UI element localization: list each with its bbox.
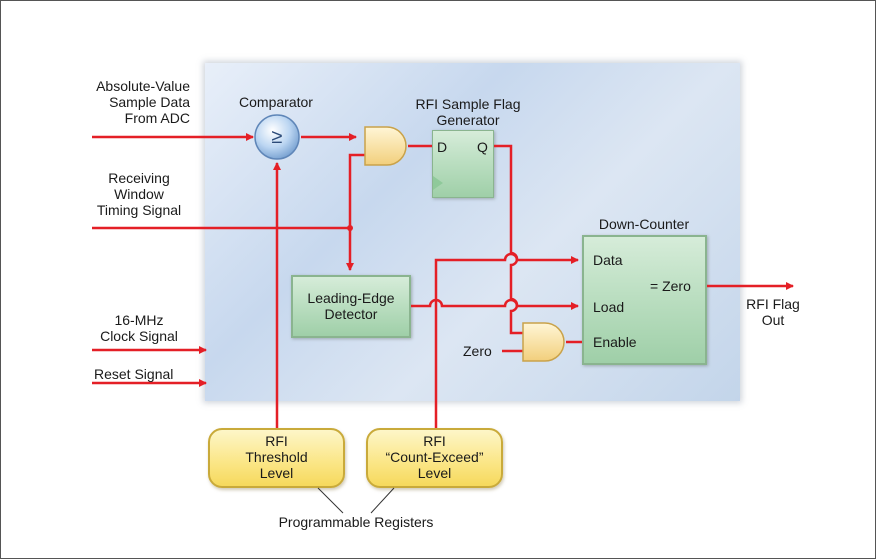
zero-input-label: Zero [463, 343, 492, 359]
wire-junction-dot [347, 225, 353, 231]
counter-enable-port: Enable [593, 334, 637, 350]
threshold-register [208, 428, 345, 488]
timing-to-and-wire [348, 153, 365, 228]
enable-and-gate [522, 322, 565, 362]
down-counter-block [582, 235, 707, 365]
counter-data-port: Data [593, 252, 623, 268]
comparator-sign: ≥ [271, 126, 283, 148]
programmable-registers-caption: Programmable Registers [278, 514, 434, 530]
and-gate [364, 126, 407, 166]
down-counter-title: Down-Counter [598, 216, 690, 232]
flipflop-d-label: D [437, 139, 448, 155]
counter-load-port: Load [593, 299, 625, 315]
count-exceed-wire [434, 252, 579, 428]
caption-pointer-right [370, 487, 395, 514]
counter-zero-output: = Zero [650, 278, 691, 294]
flipflop-q-label: Q [477, 139, 488, 155]
caption-pointer-left [317, 487, 344, 514]
comparator-title: Comparator [239, 94, 313, 110]
count-exceed-register-label: RFI“Count-Exceed”Level [385, 433, 484, 481]
rfi-sample-flag-generator-block [432, 130, 494, 198]
comparator-symbol [254, 114, 300, 160]
flipflop-clock-marker [433, 176, 443, 190]
leading-edge-detector-block [291, 275, 411, 338]
reset-signal-label: Reset Signal [94, 366, 174, 382]
edge-to-load-wire [411, 298, 579, 310]
count-exceed-register [366, 428, 503, 488]
